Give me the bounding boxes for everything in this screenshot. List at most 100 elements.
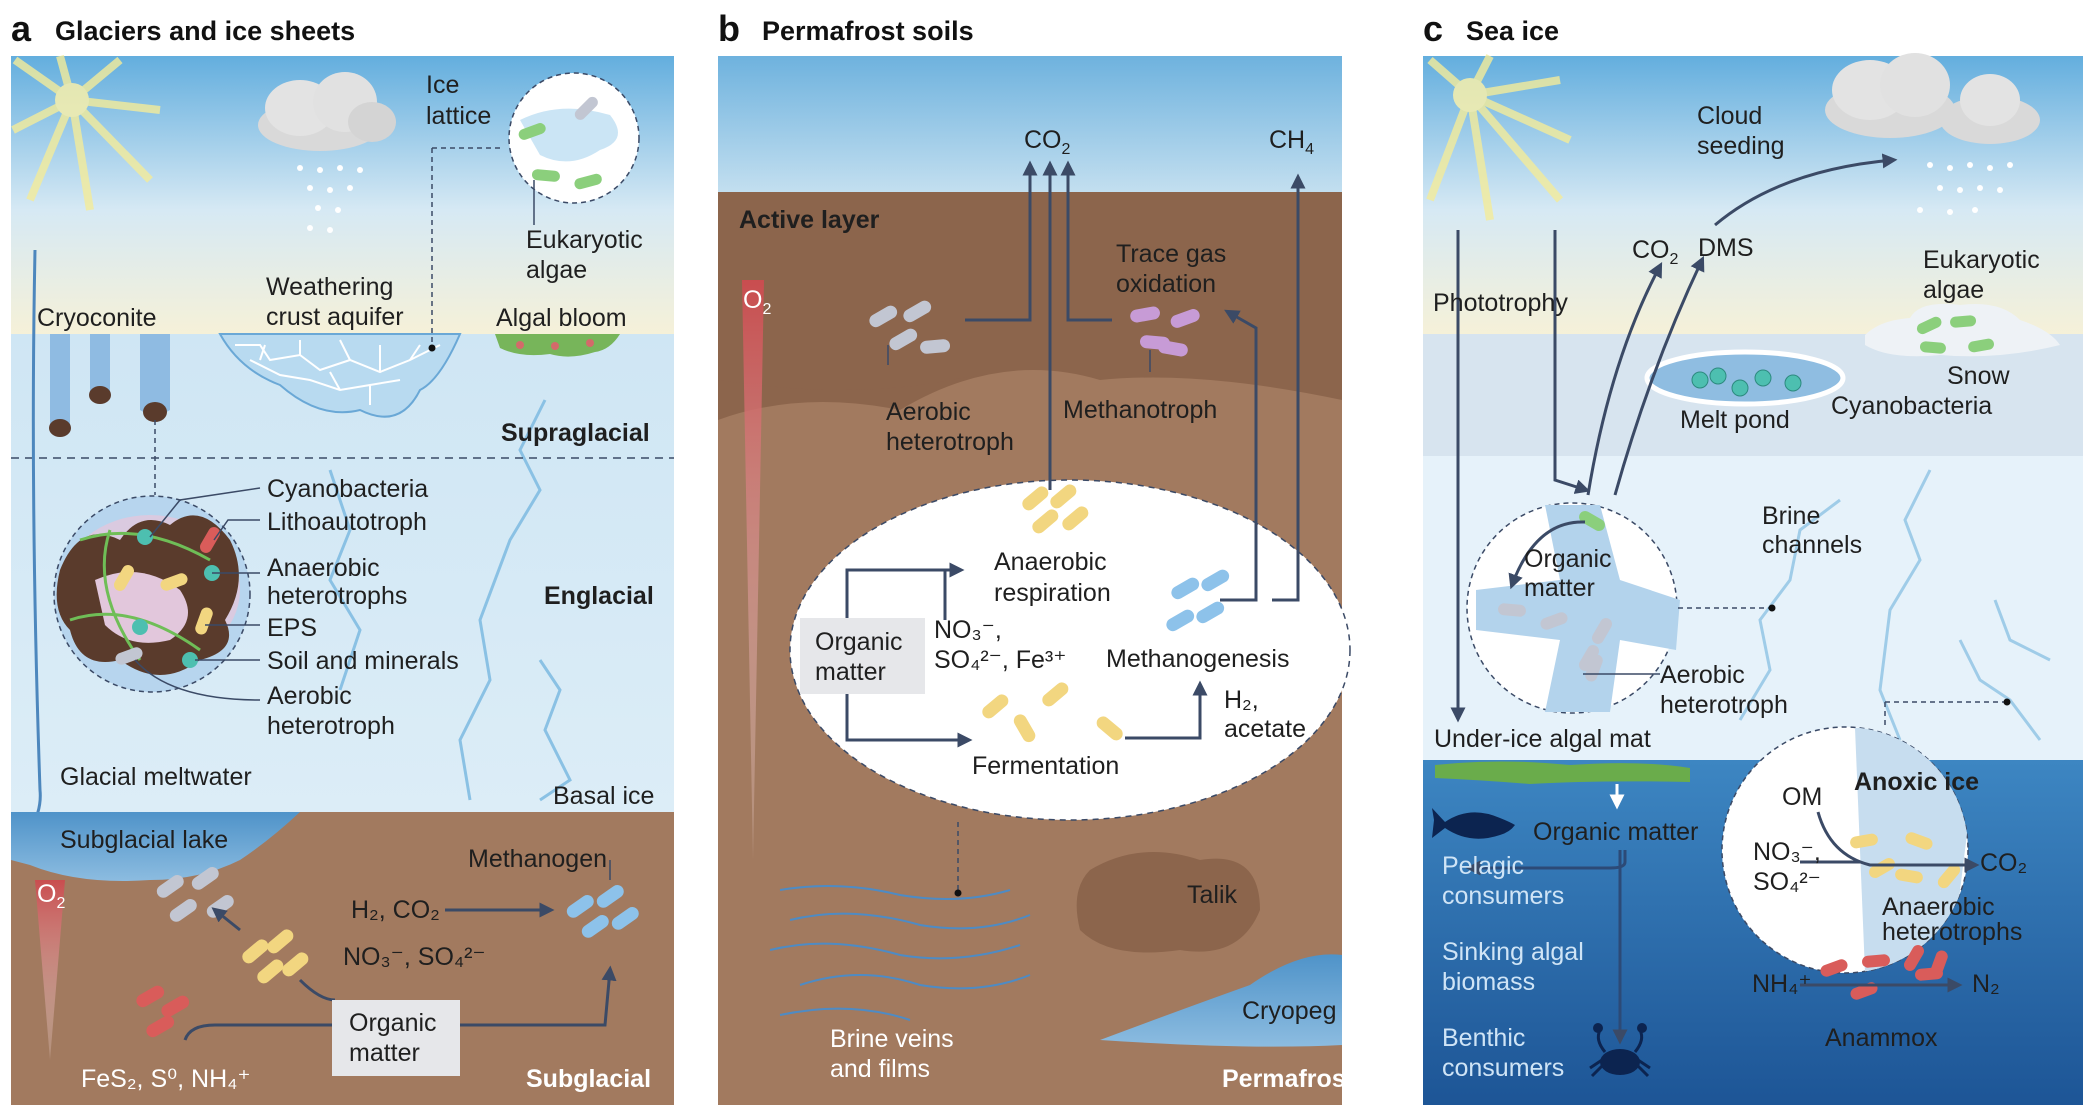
- label-methanogenesis: Methanogenesis: [1106, 645, 1289, 673]
- label-h2-co2: H₂, CO₂: [351, 896, 440, 924]
- cryoconite-zoom: [53, 420, 261, 701]
- panel-a-letter: a: [11, 8, 32, 49]
- panel-a-arrows: [183, 860, 617, 1041]
- label-trace-gas-2: oxidation: [1116, 270, 1216, 298]
- label-acetate: acetate: [1224, 715, 1306, 743]
- label-cyanobacteria-c: Cyanobacteria: [1831, 392, 1992, 420]
- label-ice-lattice-1: Ice: [426, 71, 459, 99]
- weathering-crust: [218, 333, 462, 418]
- label-lithoautotroph: Lithoautotroph: [267, 508, 427, 536]
- label-no3-so4-a: NO₃⁻, SO₄²⁻: [343, 943, 486, 971]
- label-fes2: FeS₂, S⁰, NH₄⁺: [81, 1065, 251, 1093]
- label-melt-pond: Melt pond: [1680, 406, 1790, 434]
- label-ice-lattice-2: lattice: [426, 102, 491, 130]
- label-anoxic-ice: Anoxic ice: [1854, 768, 1979, 796]
- organic-matter-box-a: [332, 1000, 460, 1076]
- label-o2-a: O2: [37, 880, 65, 912]
- label-co2-c: CO2: [1632, 236, 1679, 268]
- panel-c-title: Sea ice: [1466, 16, 1559, 46]
- label-nh4: NH₄⁺: [1752, 970, 1812, 998]
- label-brine-veins-2: and films: [830, 1055, 930, 1083]
- label-sinking-2: biomass: [1442, 968, 1535, 996]
- label-o2-b: O2: [743, 286, 771, 318]
- label-active-layer: Active layer: [739, 206, 880, 234]
- label-euk-algae-c-1: Eukaryotic: [1923, 246, 2040, 274]
- label-aerobic-het-c-1: Aerobic: [1660, 661, 1745, 689]
- label-h2-b: H₂,: [1224, 686, 1259, 714]
- label-organic-matter-c-1: Organic: [1524, 545, 1612, 573]
- label-soil-minerals: Soil and minerals: [267, 647, 459, 675]
- label-brine-veins-1: Brine veins: [830, 1025, 954, 1053]
- label-under-ice: Under-ice algal mat: [1434, 725, 1651, 753]
- label-glacial-meltwater: Glacial meltwater: [60, 763, 252, 791]
- label-methanogen: Methanogen: [468, 845, 607, 873]
- under-ice-algal-mat: [1435, 761, 1690, 784]
- label-subglacial: Subglacial: [526, 1065, 651, 1093]
- label-cryopeg: Cryopeg: [1242, 997, 1337, 1025]
- panel-c: [1423, 53, 2083, 1105]
- label-anaerobic-resp-1: Anaerobic: [994, 548, 1107, 576]
- ice-crevasses: [328, 399, 572, 802]
- label-basal-ice: Basal ice: [553, 782, 654, 810]
- label-so4-c: SO₄²⁻: [1753, 868, 1821, 896]
- label-methanotroph: Methanotroph: [1063, 396, 1217, 424]
- label-aerobic-het-a-1: Aerobic: [267, 682, 352, 710]
- sun-icon: [11, 54, 161, 211]
- panel-b-arrows: [845, 160, 1306, 748]
- label-euk-algae-a-1: Eukaryotic: [526, 226, 643, 254]
- label-snow: Snow: [1947, 362, 2010, 390]
- snow-algae: [1916, 315, 1994, 354]
- label-fermentation: Fermentation: [972, 752, 1119, 780]
- label-so4-fe-b: SO₄²⁻, Fe³⁺: [934, 646, 1066, 674]
- crab-icon: [1589, 1023, 1651, 1078]
- label-anammox: Anammox: [1825, 1024, 1938, 1052]
- cryoconite-holes: [49, 334, 170, 437]
- label-subglacial-lake: Subglacial lake: [60, 826, 228, 854]
- label-co2-out: CO₂: [1980, 849, 2027, 877]
- panel-b-microbes: [869, 300, 1230, 743]
- glacial-meltwater-line: [28, 249, 42, 831]
- label-no3-b: NO₃⁻,: [934, 616, 1002, 644]
- label-anaerobic-het-a-2: heterotrophs: [267, 582, 407, 610]
- o2-gradient: [35, 880, 65, 1060]
- label-cryoconite: Cryoconite: [37, 304, 157, 332]
- algal-bloom: [495, 334, 620, 357]
- zoom-ellipse-b: [789, 479, 1351, 821]
- anoxic-zoom: [1721, 698, 2011, 1000]
- cloud-icon: [258, 72, 396, 233]
- label-organic-matter-c: Organic matter: [1533, 818, 1698, 846]
- snow-drift: [1865, 303, 2060, 357]
- label-organic-matter-a-1: Organic: [349, 1009, 437, 1037]
- panel-b-letter: b: [718, 8, 740, 49]
- label-dms: DMS: [1698, 234, 1754, 262]
- subglacial-microbes: [136, 867, 639, 1038]
- panel-c-sea-arrows: [1465, 850, 1628, 1045]
- ice-lattice-zoom: [428, 72, 640, 352]
- label-phototrophy: Phototrophy: [1433, 289, 1568, 317]
- label-trace-gas-1: Trace gas: [1116, 240, 1226, 268]
- panel-b: [718, 56, 1351, 1105]
- label-organic-matter-b-1: Organic: [815, 628, 903, 656]
- label-aerobic-het-a-2: heterotroph: [267, 712, 395, 740]
- label-eps: EPS: [267, 614, 317, 642]
- label-brine-channels-1: Brine: [1762, 502, 1820, 530]
- label-anaerobic-het-c-1: Anaerobic: [1882, 893, 1995, 921]
- label-co2-b: CO2: [1024, 126, 1071, 158]
- cloud-icon-c: [1825, 53, 2040, 215]
- label-weathering-1: Weathering: [266, 273, 393, 301]
- label-supraglacial: Supraglacial: [501, 419, 650, 447]
- melt-pond-cyanobacteria: [1691, 367, 1802, 397]
- subglacial-lake: [11, 812, 300, 881]
- label-pelagic-1: Pelagic: [1442, 852, 1524, 880]
- label-cyanobacteria-a: Cyanobacteria: [267, 475, 428, 503]
- cryopeg: [1100, 954, 1342, 1047]
- label-organic-matter-c-2: matter: [1524, 574, 1595, 602]
- label-ch4-b: CH4: [1269, 126, 1314, 158]
- panel-c-arrows: [1450, 153, 1898, 723]
- label-weathering-2: crust aquifer: [266, 303, 404, 331]
- label-organic-matter-a-2: matter: [349, 1039, 420, 1067]
- label-englacial: Englacial: [544, 582, 654, 610]
- label-benthic-2: consumers: [1442, 1054, 1564, 1082]
- label-om: OM: [1782, 783, 1822, 811]
- label-anaerobic-het-c-2: heterotrophs: [1882, 918, 2022, 946]
